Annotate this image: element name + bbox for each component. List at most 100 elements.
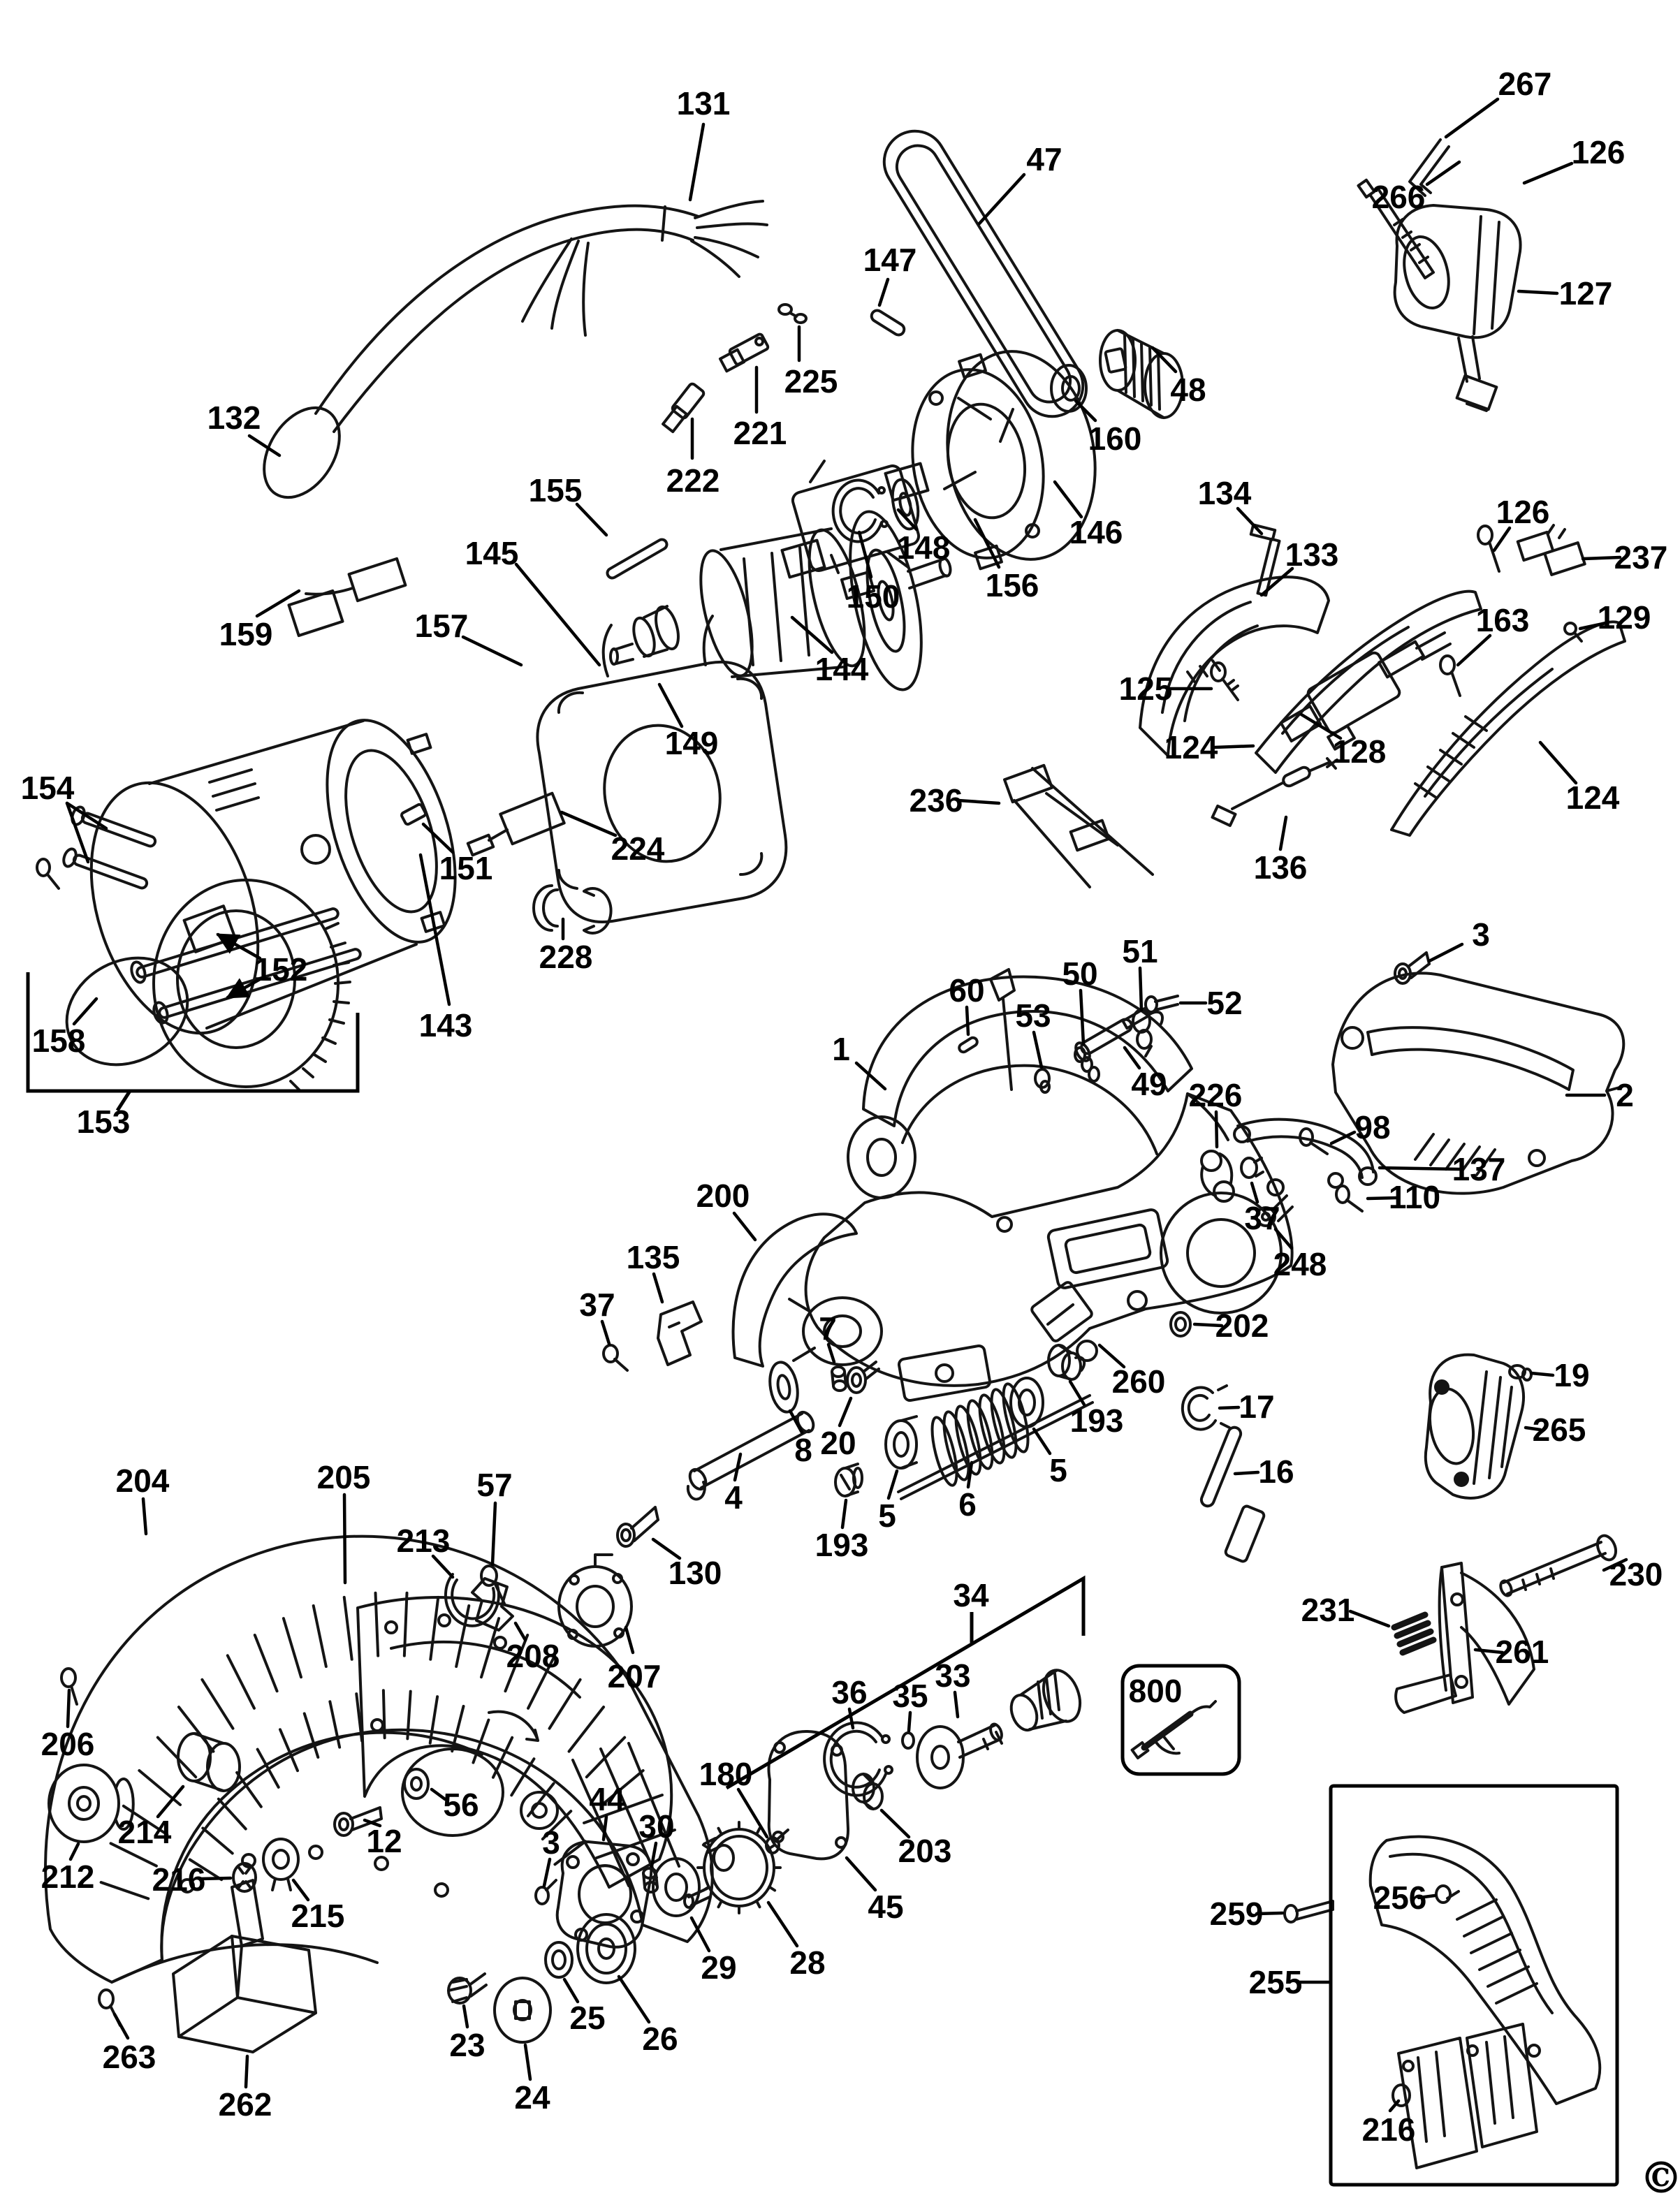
spring-231-drawing: [1391, 1611, 1437, 1656]
part-callout-236: 236: [910, 782, 963, 819]
annotation-layer: [26, 972, 1619, 2187]
part-callout-16: 16: [1258, 1453, 1294, 1490]
link-226-drawing: [1200, 1150, 1235, 1203]
part-callout-256: 256: [1373, 1880, 1427, 1916]
part-callout-205: 205: [317, 1459, 371, 1495]
part-callout-35: 35: [892, 1678, 928, 1714]
leader-line-26: [617, 1974, 651, 2024]
part-callout-125: 125: [1119, 671, 1173, 707]
pin-7-drawing: [831, 1365, 847, 1392]
pinion-33-drawing: [916, 1669, 1082, 1789]
part-callout-156: 156: [986, 567, 1039, 603]
kerf-plate-2-drawing: [1331, 972, 1626, 1195]
part-callout-5: 5: [1049, 1452, 1067, 1488]
screw-129-drawing: [1563, 622, 1583, 643]
part-callout-53: 53: [1015, 997, 1051, 1034]
ring-213-drawing: [444, 1573, 500, 1627]
snap-ring-150-drawing: [831, 478, 889, 543]
part-callout-800: 800: [1129, 1673, 1183, 1709]
leader-line-202: [1192, 1322, 1224, 1328]
leader-line-207: [624, 1625, 635, 1655]
screw-3-right-drawing: [1394, 951, 1431, 985]
leader-line-208: [513, 1621, 527, 1642]
part-callout-57: 57: [476, 1467, 512, 1503]
handle-cover-124-upper-drawing: [1255, 589, 1482, 774]
leader-line-154: [65, 801, 108, 830]
leader-line-152: [216, 932, 262, 960]
part-callout-146: 146: [1069, 514, 1123, 550]
part-callout-3: 3: [1472, 916, 1490, 953]
grommet-160-drawing: [1050, 364, 1088, 413]
leader-line-124: [1538, 740, 1578, 785]
part-callout-48: 48: [1170, 372, 1206, 408]
part-callout-267: 267: [1498, 66, 1552, 102]
part-callout-132: 132: [207, 400, 261, 436]
leader-line-19: [1529, 1371, 1555, 1377]
inset-800-box: [1120, 1664, 1241, 1776]
part-callout-204: 204: [116, 1463, 170, 1499]
motor-cover-127-drawing: [1393, 204, 1522, 412]
leader-line-263: [112, 2012, 130, 2040]
collar-5-left-drawing: [884, 1415, 918, 1470]
trigger-parts-drawing: [958, 995, 1179, 1094]
part-callout-110: 110: [1389, 1179, 1440, 1215]
leader-line-126: [1522, 161, 1574, 185]
leader-line-44: [601, 1815, 608, 1842]
part-callout-153: 153: [77, 1104, 131, 1140]
flange-207-drawing: [557, 1553, 633, 1648]
part-callout-2: 2: [1616, 1077, 1634, 1113]
leader-line-151: [421, 822, 455, 854]
leader-line-24: [523, 2043, 532, 2081]
part-callout-52: 52: [1206, 985, 1242, 1021]
pad-260-drawing: [1030, 1281, 1093, 1342]
leader-line-200: [732, 1211, 757, 1242]
part-callout-28: 28: [789, 1944, 825, 1981]
part-callout-33: 33: [935, 1657, 970, 1694]
part-callout-124: 124: [1164, 729, 1218, 765]
leader-line-136: [1278, 815, 1288, 851]
leader-line-224: [560, 810, 618, 837]
brush-159-drawing: [287, 557, 407, 638]
part-callout-47: 47: [1026, 141, 1062, 177]
part-callout-12: 12: [366, 1823, 402, 1859]
screw-256-drawing: [1435, 1884, 1452, 1904]
part-callout-216: 216: [152, 1861, 206, 1898]
part-callout-137: 137: [1452, 1151, 1506, 1187]
leader-line-152: [226, 977, 262, 999]
part-callout-260: 260: [1112, 1363, 1166, 1400]
leader-line-53: [1032, 1030, 1044, 1069]
leader-line-256: [1417, 1893, 1437, 1900]
leader-line-129: [1578, 621, 1608, 631]
part-callout-144: 144: [815, 651, 869, 687]
leader-line-35: [907, 1710, 912, 1733]
screw-206-drawing: [60, 1667, 78, 1706]
bushing-203-drawing: [852, 1773, 884, 1810]
ring-216-left-drawing: [232, 1862, 257, 1893]
hex-key-16-drawing: [1199, 1426, 1266, 1563]
part-callout-37: 37: [579, 1287, 615, 1323]
part-callout-36: 36: [831, 1674, 867, 1710]
part-callout-203: 203: [898, 1833, 952, 1869]
ring-25-drawing: [544, 1941, 574, 1979]
inset-255-box: [1329, 1784, 1619, 2187]
ring-216-box-drawing: [1392, 2083, 1411, 2107]
bolt-12-drawing: [333, 1806, 383, 1837]
part-callout-4: 4: [724, 1479, 743, 1516]
part-callout-149: 149: [665, 725, 719, 761]
washer-8-drawing: [768, 1361, 799, 1414]
screws-154-drawing: [62, 805, 157, 890]
part-callout-207: 207: [608, 1658, 662, 1694]
part-callout-51: 51: [1122, 933, 1157, 969]
screws-152-drawing: [130, 907, 362, 1025]
pin-147-drawing: [870, 309, 906, 337]
leader-line-265: [1524, 1426, 1542, 1432]
part-callout-202: 202: [1215, 1307, 1269, 1344]
part-callout-193: 193: [1070, 1402, 1124, 1439]
switch-128-drawing: [1279, 631, 1452, 751]
leader-line-230: [1602, 1558, 1628, 1572]
leader-line-150: [857, 530, 873, 579]
part-callout-128: 128: [1333, 733, 1387, 770]
leader-line-236: [956, 798, 1001, 805]
leader-line-47: [977, 173, 1026, 226]
